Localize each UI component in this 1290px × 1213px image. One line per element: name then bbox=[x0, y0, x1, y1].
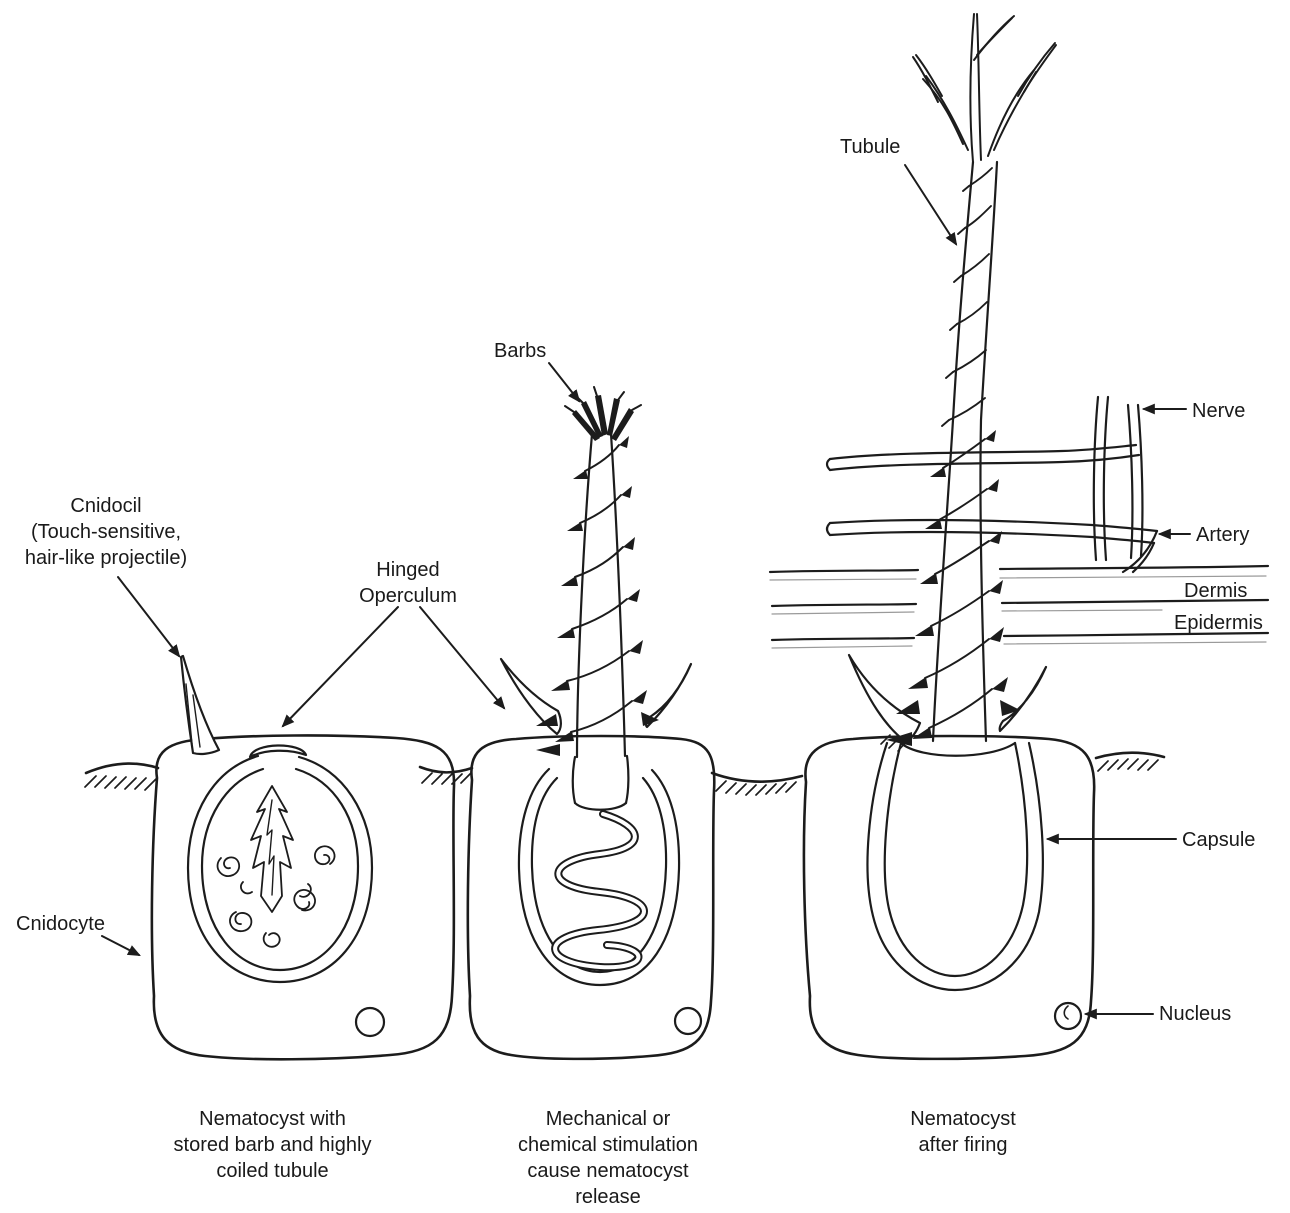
epidermis-label: Epidermis bbox=[1174, 612, 1263, 634]
cnidocil-spike bbox=[179, 654, 221, 756]
nerve-lines bbox=[825, 395, 1144, 562]
cnidocil-arrow bbox=[117, 576, 181, 658]
fired-flap-left bbox=[847, 653, 922, 744]
barbs-arrow bbox=[548, 362, 581, 403]
barbs-label: Barbs bbox=[494, 340, 547, 362]
dermis-label: Dermis bbox=[1184, 580, 1248, 602]
coiled-spring bbox=[551, 810, 648, 972]
operculum-arrow-right bbox=[419, 606, 506, 710]
stage2-cell bbox=[466, 386, 716, 1061]
cnidocil-label: Cnidocil (Touch-sensitive, hair-like pro… bbox=[24, 495, 188, 569]
stage3-nucleus bbox=[1053, 1001, 1083, 1031]
cnidocyte-arrow bbox=[101, 935, 141, 956]
operculum-dome bbox=[248, 744, 308, 759]
tubule-tip-branches bbox=[912, 13, 1057, 163]
nucleus-label: Nucleus bbox=[1159, 1003, 1232, 1025]
skin-layer-lines bbox=[768, 564, 1270, 649]
capsule-label: Capsule bbox=[1182, 829, 1256, 851]
ground-surface bbox=[84, 751, 1166, 796]
operculum-flap-left bbox=[499, 657, 562, 736]
hinged-operculum-label: Hinged Operculum bbox=[359, 559, 457, 607]
stored-barb bbox=[250, 785, 294, 913]
tubule-label: Tubule bbox=[840, 136, 901, 158]
stage1-cell bbox=[150, 654, 456, 1061]
artery-lines bbox=[825, 518, 1159, 574]
barb-tuft bbox=[564, 386, 642, 441]
stage2-caption: Mechanical or chemical stimulation cause… bbox=[517, 1108, 699, 1208]
tubule-arrow bbox=[904, 164, 958, 246]
nerve-label: Nerve bbox=[1192, 400, 1246, 422]
coiled-tubule-scribbles bbox=[216, 845, 336, 948]
stage1-nucleus bbox=[354, 1006, 386, 1038]
stage3-cell bbox=[802, 13, 1096, 1061]
operculum-arrow-left bbox=[281, 606, 399, 728]
stage1-caption: Nematocyst with stored barb and highly c… bbox=[173, 1108, 372, 1182]
artery-label: Artery bbox=[1196, 524, 1250, 546]
fired-flap-right bbox=[998, 665, 1048, 733]
cnidocyte-label: Cnidocyte bbox=[16, 913, 105, 935]
stage3-caption: Nematocyst after firing bbox=[910, 1108, 1016, 1156]
stage2-nucleus bbox=[673, 1006, 703, 1036]
